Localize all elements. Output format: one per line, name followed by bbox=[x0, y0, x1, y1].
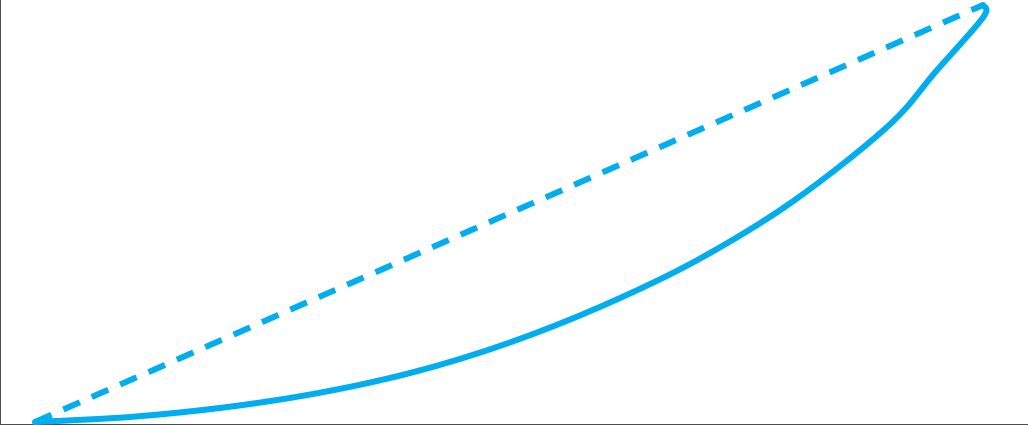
series-line-solid bbox=[32, 2, 990, 425]
series-line-dashed bbox=[33, 2, 985, 425]
series-layer bbox=[32, 2, 990, 425]
